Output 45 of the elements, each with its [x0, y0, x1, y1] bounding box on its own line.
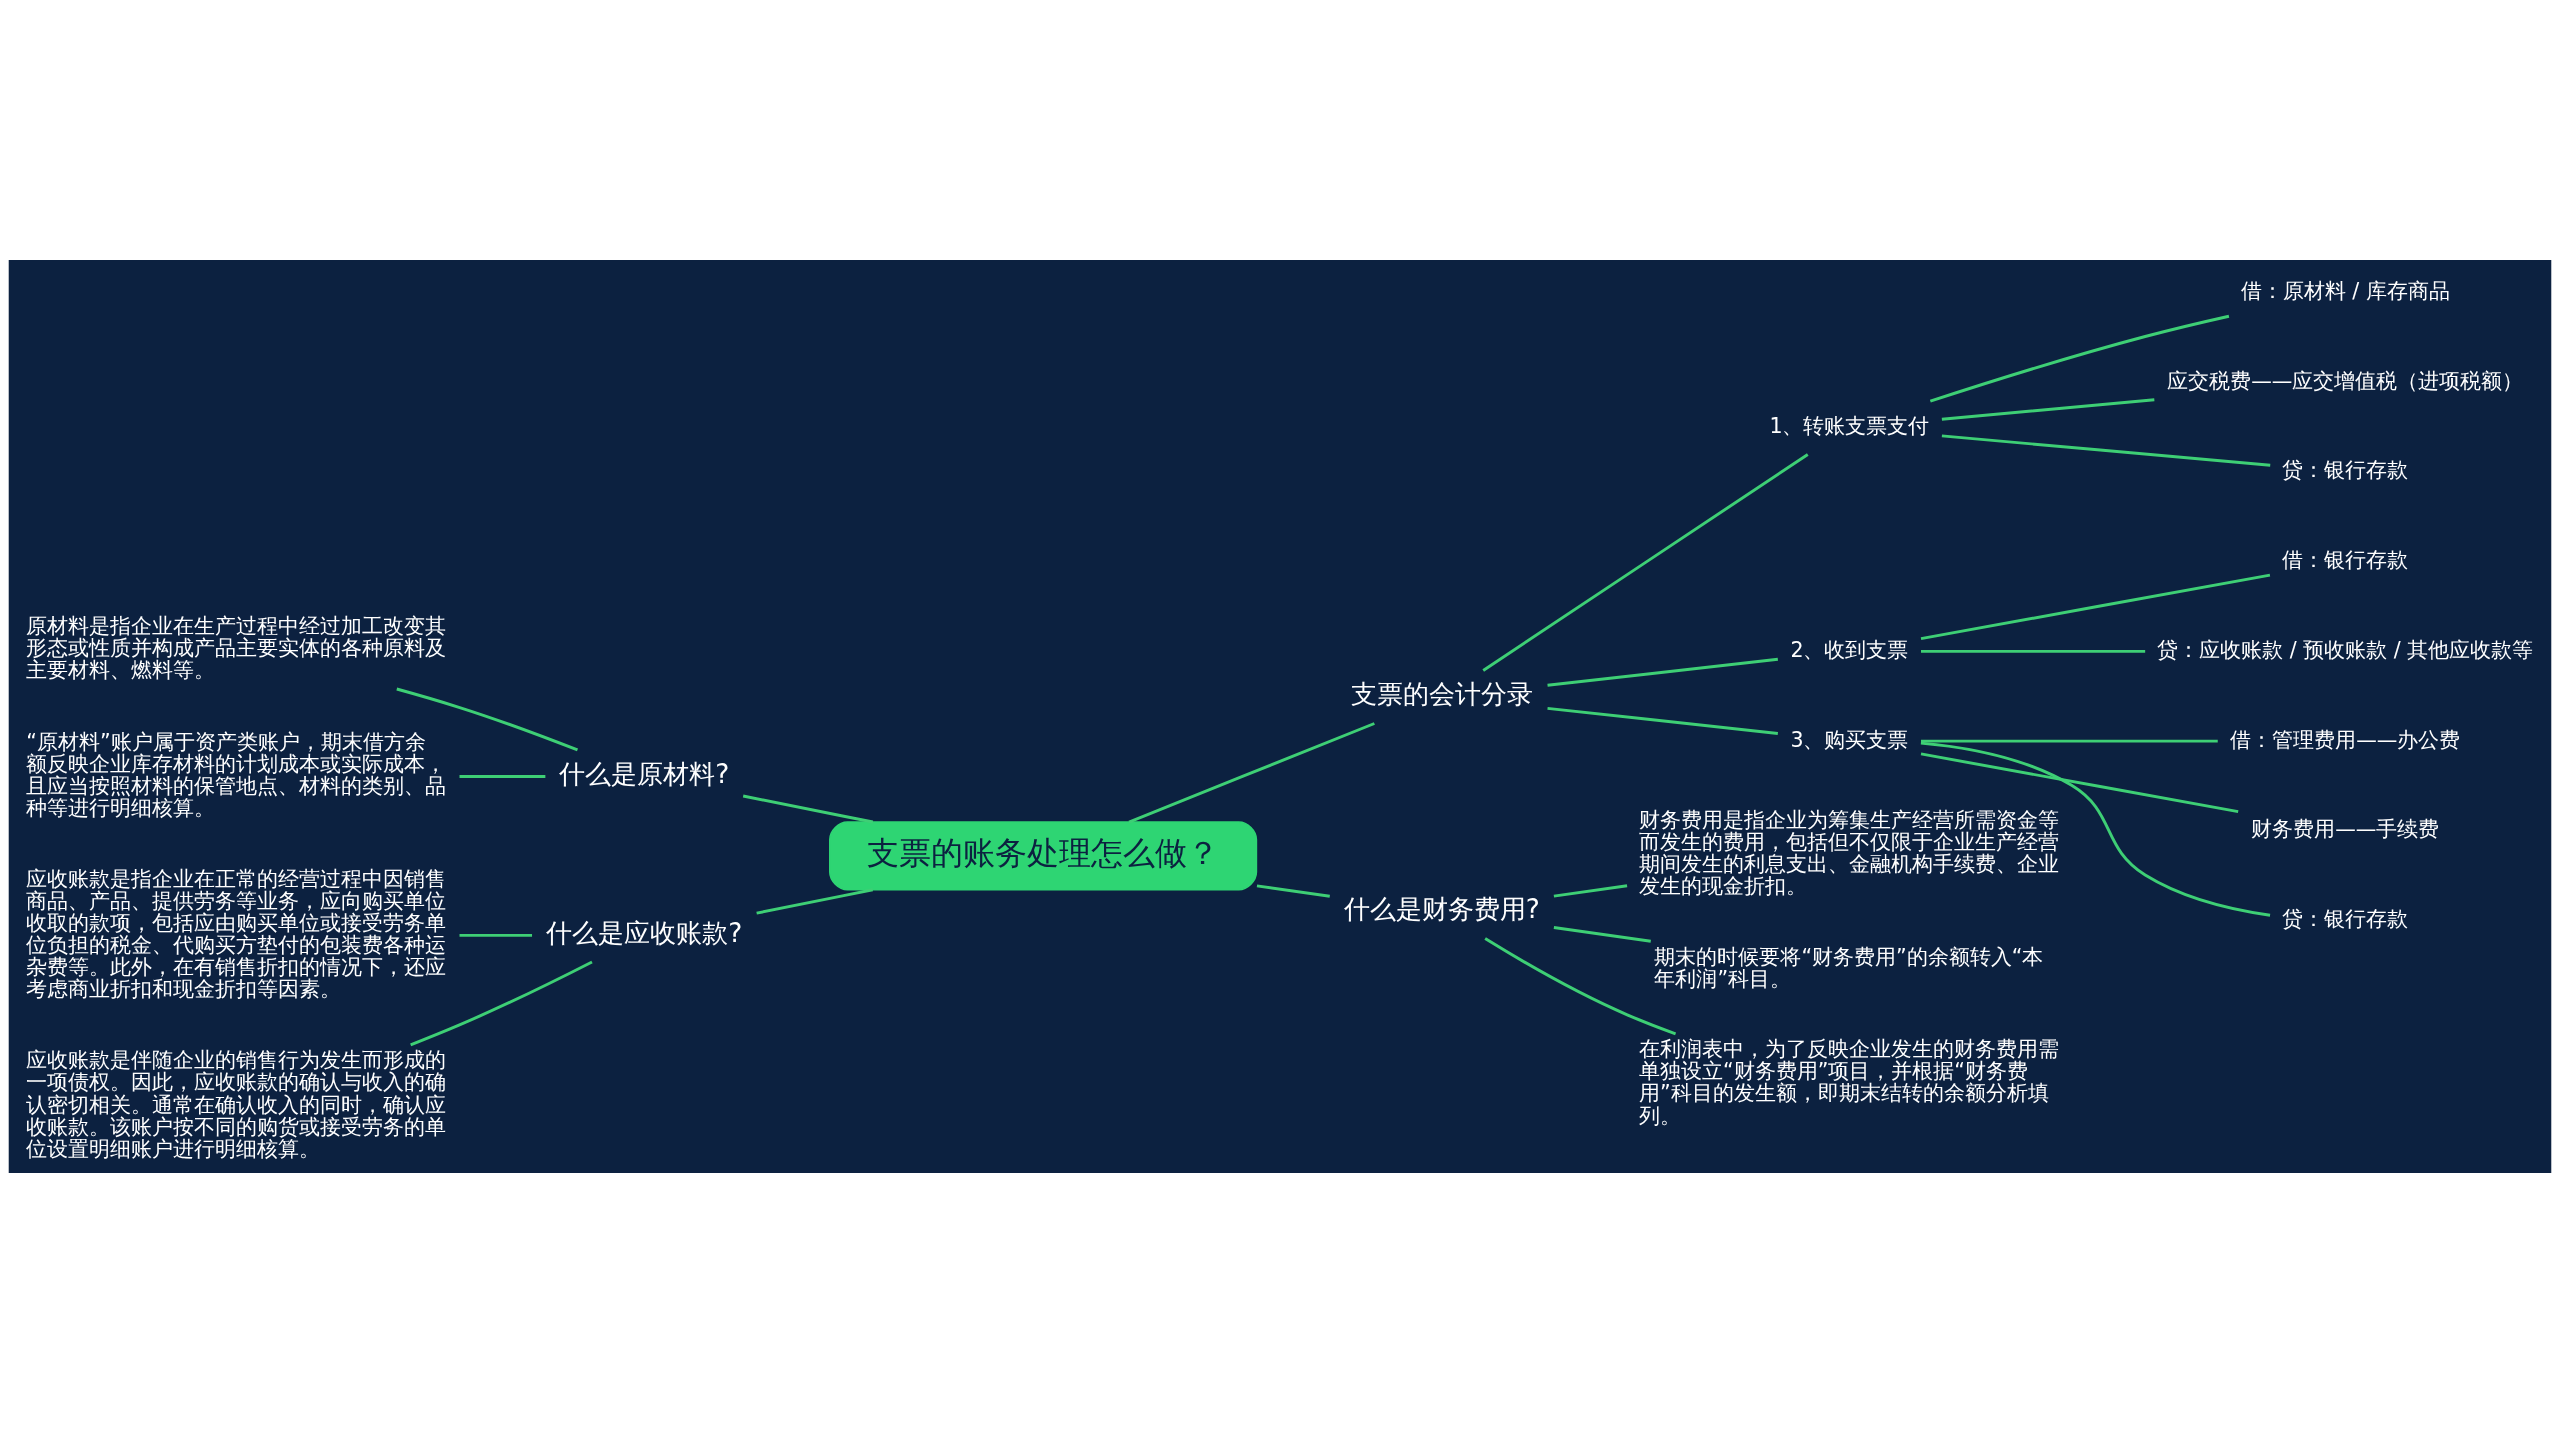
connector — [1553, 884, 1628, 898]
connector — [1553, 926, 1651, 943]
node-text: 借：银行存款 — [2282, 548, 2409, 573]
connector — [1921, 739, 2218, 743]
node-text: 借：管理费用——办公费 — [2230, 727, 2461, 752]
connector — [1941, 398, 2155, 421]
node-text: 2、收到支票 — [1790, 637, 1909, 662]
node-text: 期末的时候要将“财务费用”的余额转入“本年利润”科目。 — [1654, 944, 2044, 991]
connector — [1547, 657, 1778, 687]
connector — [1921, 649, 2146, 653]
connector — [1547, 706, 1778, 735]
node-box: 支票的账务处理怎么做？ — [829, 821, 1258, 891]
node-text: 贷：应收账款 / 预收账款 / 其他应收款等 — [2157, 637, 2534, 662]
node-text: 应交税费——应交增值税（进项税额） — [2167, 368, 2524, 393]
connector — [1920, 752, 2239, 814]
node-text: 财务费用是指企业为筹集生产经营所需资金等而发生的费用，包括但不仅限于企业生产经营期间发生的利息支出、金融机构手续费、企业发生的现金折扣。 — [1639, 807, 2060, 898]
connector — [1484, 937, 1677, 1036]
node-text: 贷：银行存款 — [2282, 907, 2409, 932]
connector — [410, 960, 593, 1047]
connector — [756, 888, 873, 915]
connector — [1482, 453, 1809, 672]
node-text: 在利润表中，为了反映企业发生的财务费用需单独设立“财务费用”项目，并根据“财务费用”科目的发生额，即期末结转的余额分析填列。 — [1639, 1037, 2060, 1128]
node-text: 应收账款是伴随企业的销售行为发生而形成的一项债权。因此，应收账款的确认与收入的确认密切相关。通常在确认收入的同时，确认应收账款。该账户按不同的购货或接受劳务的单位设置明细账户进行明细核算。 — [26, 1048, 447, 1161]
node-text: 什么是原材料? — [559, 757, 730, 789]
connector — [1128, 722, 1375, 824]
node-text: 什么是财务费用? — [1343, 893, 1540, 925]
connector — [1929, 314, 2230, 403]
connector — [1941, 434, 2271, 467]
node-text: 贷：银行存款 — [2282, 458, 2409, 483]
connector — [1920, 573, 2271, 641]
connector — [459, 933, 533, 937]
connector — [742, 794, 874, 824]
node-text: 原材料是指企业在生产过程中经过加工改变其形态或性质并构成产品主要实体的各种原料及主要材料、燃料等。 — [26, 614, 447, 683]
connector — [1256, 884, 1330, 898]
node-text: 财务费用——手续费 — [2251, 817, 2440, 842]
node-text: “原材料”账户属于资产类账户，期末借方余额反映企业库存材料的计划成本或实际成本，且应当按照材料的保管地点、材料的类别、品种等进行明细核算。 — [26, 729, 447, 821]
node-text: 什么是应收账款? — [546, 916, 743, 948]
node-text: 3、购买支票 — [1790, 727, 1909, 752]
connector — [396, 687, 579, 752]
node-text: 1、转账支票支付 — [1769, 414, 1930, 439]
connector — [459, 775, 546, 778]
node-text: 支票的会计分录 — [1350, 678, 1533, 710]
node-text: 借：原材料 / 库存商品 — [2240, 278, 2450, 303]
connector — [1920, 741, 2271, 917]
node-text: 应收账款是指企业在正常的经营过程中因销售商品、产品、提供劳务等业务，应向购买单位收取的款项，包括应由购买单位或接受劳务单位负担的税金、代购买方垫付的包装费各种运杂费等。此外，在有销售折扣的情况下，还应考虑商业折扣和现金折扣等因素。 — [26, 866, 447, 1001]
